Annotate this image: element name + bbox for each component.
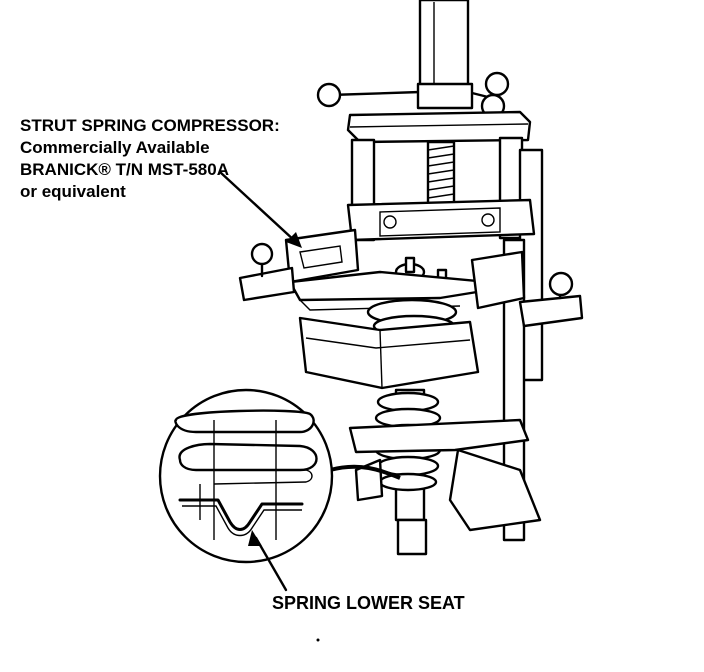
compressor-equivalent: or equivalent <box>20 182 126 201</box>
compressor-callout: STRUT SPRING COMPRESSOR: Commercially Av… <box>20 115 280 203</box>
upper-crossbar <box>346 198 536 242</box>
lower-clamp-band <box>298 316 480 390</box>
upper-clamp <box>284 228 526 311</box>
compressor-title: STRUT SPRING COMPRESSOR: <box>20 116 280 135</box>
top-plate <box>346 110 532 144</box>
top-handle-bar <box>316 71 510 119</box>
compressor-part-number: BRANICK® T/N MST-580A <box>20 160 229 179</box>
center-post <box>418 0 470 94</box>
lower-seat-clamp <box>329 418 542 532</box>
speck-dot <box>316 638 320 642</box>
lower-spring <box>374 388 442 522</box>
leader-arrow <box>218 170 302 592</box>
mid-handles <box>238 242 584 328</box>
compressor-availability: Commercially Available <box>20 138 210 157</box>
spring-seat-detail <box>158 388 334 564</box>
lower-seat-callout: SPRING LOWER SEAT <box>272 593 465 613</box>
bottom-post <box>396 518 428 556</box>
